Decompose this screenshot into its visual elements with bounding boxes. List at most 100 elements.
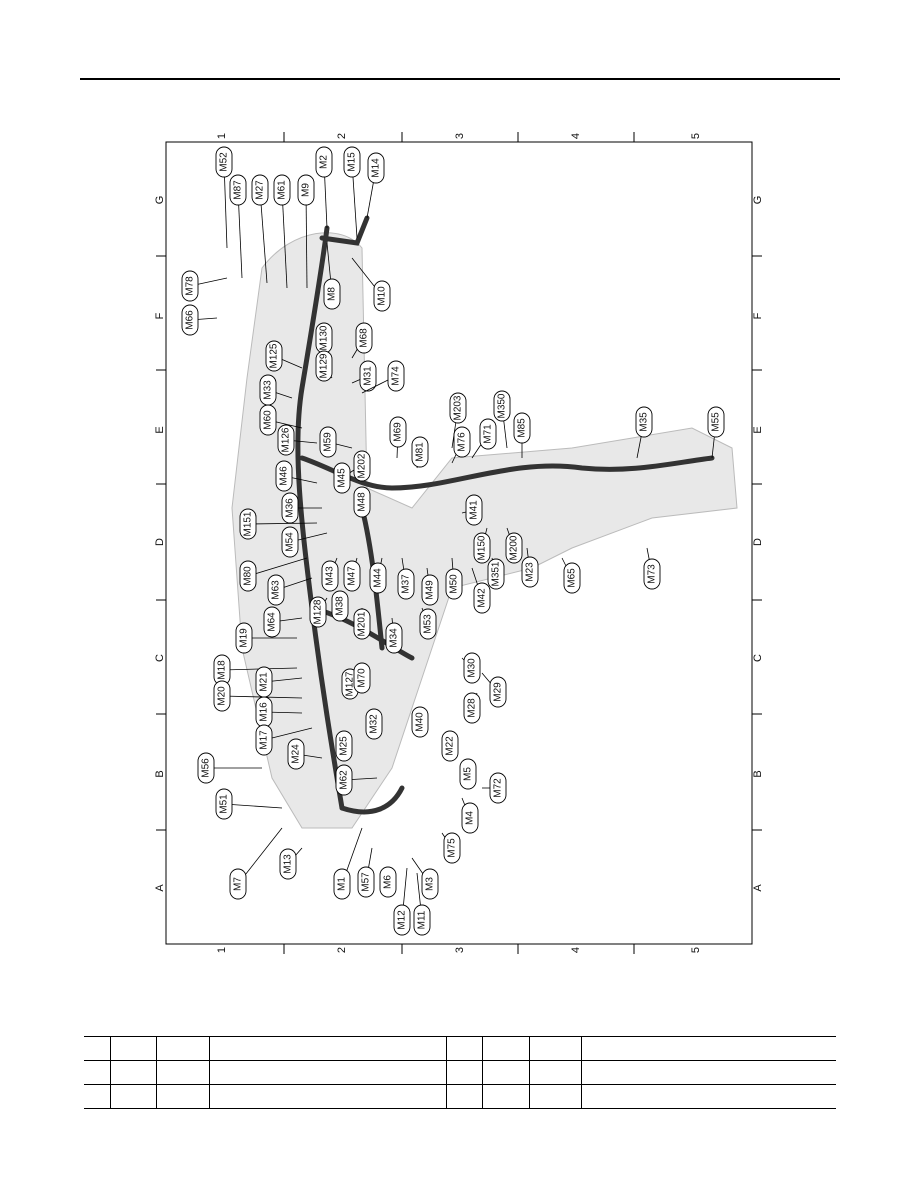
- callout-bubble: [487, 558, 505, 590]
- connector-label: M24: [291, 744, 302, 764]
- callout-bubble: [421, 868, 439, 900]
- connector-label: M17: [259, 730, 270, 750]
- legend-cell: [109, 1060, 157, 1085]
- connector-label: M5: [463, 767, 474, 781]
- row-label-left: D: [154, 538, 166, 546]
- frame-border: [165, 141, 753, 945]
- connector-label: M65: [567, 568, 578, 588]
- connector-callout: M38: [331, 590, 349, 622]
- connector-callout: M76: [451, 426, 471, 464]
- legend-cell: [109, 1084, 157, 1109]
- connector-callout: M51: [215, 788, 283, 820]
- connector-callout: M24: [287, 738, 323, 770]
- callout-bubble: [263, 606, 281, 638]
- connector-label: M20: [217, 686, 228, 706]
- row-label-right: C: [752, 654, 764, 662]
- callout-bubble: [369, 562, 387, 594]
- connector-label: M55: [711, 412, 722, 432]
- connector-label: M11: [417, 910, 428, 929]
- callout-bubble: [489, 772, 507, 804]
- connector-label: M151: [243, 511, 254, 536]
- row-label-left: C: [154, 654, 166, 662]
- connector-label: M13: [283, 854, 294, 874]
- column-label-top: 1: [216, 133, 228, 139]
- connector-callout: M129: [315, 350, 333, 382]
- connector-label: M70: [357, 668, 368, 688]
- connector-callout: M70: [353, 662, 371, 694]
- legend-cell: [156, 1060, 210, 1085]
- legend-cell: [84, 1060, 111, 1085]
- legend-cell: [528, 1084, 582, 1109]
- connector-callout: M41: [461, 494, 483, 526]
- connector-label: M129: [319, 353, 330, 378]
- connector-label: M7: [233, 877, 244, 891]
- connector-callout: M150: [473, 527, 491, 564]
- legend-cell: [581, 1084, 836, 1109]
- callout-bubble: [321, 560, 339, 592]
- row-label-left: E: [154, 426, 166, 433]
- connector-callout: M33: [259, 374, 293, 406]
- legend-cell: [482, 1060, 530, 1085]
- callout-bubble: [513, 412, 531, 444]
- row-label-left: A: [154, 884, 166, 892]
- connector-label: M43: [325, 566, 336, 586]
- connector-callout: M4: [461, 797, 479, 834]
- legend-cell: [445, 1060, 483, 1085]
- row-label-right: E: [752, 426, 764, 433]
- callout-bubble: [315, 350, 333, 382]
- connector-callout: M57: [357, 847, 375, 898]
- connector-label: M19: [239, 628, 250, 648]
- callout-bubble: [385, 622, 403, 654]
- callout-bubble: [355, 322, 373, 354]
- callout-bubble: [335, 764, 353, 796]
- connector-label: M64: [267, 612, 278, 632]
- connector-label: M74: [391, 366, 402, 386]
- connector-callout: M47: [343, 557, 361, 592]
- callout-bubble: [449, 392, 467, 424]
- connector-callout: M56: [197, 752, 262, 784]
- callout-bubble: [357, 866, 375, 898]
- column-label-bottom: 4: [570, 947, 582, 953]
- connector-label: M71: [483, 424, 494, 444]
- connector-label: M16: [259, 702, 270, 722]
- connector-label: M36: [285, 498, 296, 518]
- callout-bubble: [315, 146, 333, 178]
- row-label-right: B: [752, 770, 764, 777]
- connector-callout: M74: [361, 360, 405, 394]
- legend-cell: [109, 1036, 157, 1061]
- legend-cell: [84, 1036, 111, 1061]
- callout-bubble: [235, 622, 253, 654]
- legend-cell: [581, 1036, 836, 1061]
- callout-bubble: [411, 436, 429, 468]
- connector-label: M33: [263, 380, 274, 400]
- connector-label: M61: [277, 180, 288, 200]
- column-label-bottom: 3: [454, 947, 466, 953]
- connector-label: M203: [453, 395, 464, 420]
- connector-callout: M128: [309, 596, 328, 628]
- connector-callout: M69: [389, 416, 407, 459]
- connector-label: M73: [647, 564, 658, 584]
- connector-label: M1: [337, 877, 348, 891]
- connector-label: M80: [243, 566, 254, 586]
- legend-row: [84, 1036, 836, 1061]
- callout-bubble: [229, 174, 247, 206]
- column-label-bottom: 2: [336, 947, 348, 953]
- connector-callout: M201: [353, 608, 371, 640]
- connector-label: M72: [493, 778, 504, 798]
- connector-label: M60: [263, 410, 274, 430]
- legend-cell: [581, 1060, 836, 1085]
- connector-callout: M52: [215, 146, 233, 249]
- connector-callout: M203: [449, 392, 467, 449]
- connector-label: M150: [477, 535, 488, 560]
- connector-callout: M55: [707, 406, 725, 459]
- connector-label: M351: [491, 561, 502, 586]
- connector-callout: M21: [255, 666, 303, 698]
- connector-callout: M151: [239, 508, 318, 540]
- connector-label: M49: [425, 580, 436, 600]
- connector-callout: M27: [251, 174, 269, 284]
- connector-label: M10: [377, 286, 388, 306]
- connector-label: M87: [233, 180, 244, 200]
- connector-label: M40: [415, 712, 426, 732]
